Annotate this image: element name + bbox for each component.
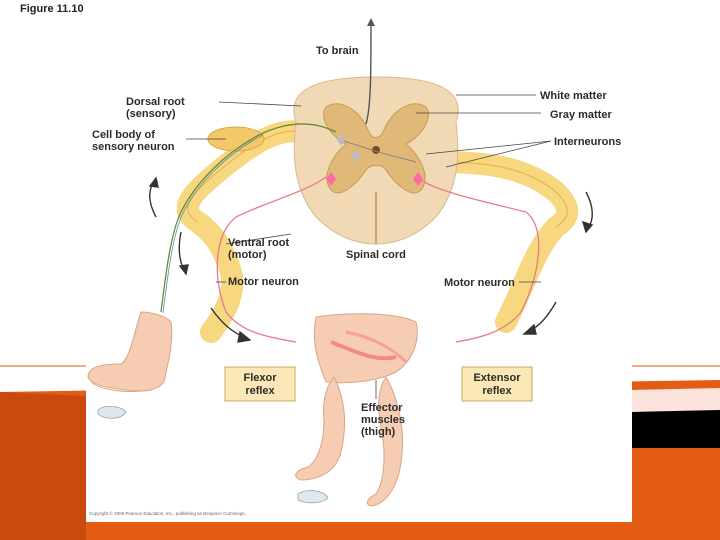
flexor-box: Flexor reflex: [224, 366, 296, 402]
label-ventral-root: Ventral root: [228, 237, 289, 249]
motor-cell-right: [413, 172, 423, 186]
label-cell-body: Cell body of: [92, 129, 155, 141]
label-effector-sub2: (thigh): [361, 426, 396, 438]
label-gray-matter: Gray matter: [550, 109, 612, 121]
copyright-credit: Copyright © 2009 Pearson Education, Inc.…: [89, 510, 246, 516]
direction-arrows: [148, 176, 594, 343]
label-to-brain: To brain: [316, 45, 359, 57]
sensory-neuron: [160, 123, 337, 313]
tack-right: [297, 490, 329, 504]
neuron-paths: [160, 18, 540, 343]
motor-cell-left: [326, 172, 336, 186]
lower-leg-right: [366, 376, 404, 507]
left-nerve-edge: [187, 130, 302, 223]
limbs: [87, 311, 418, 507]
reflex-arc-figure: To brain Dorsal root (sensory) Cell body…: [86, 12, 632, 522]
label-flexor: Flexor: [243, 372, 277, 384]
label-dorsal-root-sub: (sensory): [126, 108, 176, 120]
interneuron-cell-2: [352, 150, 360, 162]
label-interneurons: Interneurons: [554, 136, 621, 148]
label-ventral-root-sub: (motor): [228, 249, 267, 261]
black-band: [632, 408, 720, 448]
tack-left: [97, 406, 127, 419]
nerve-bundles: [176, 120, 579, 343]
label-extensor: Extensor: [473, 372, 521, 384]
label-extensor-sub: reflex: [482, 385, 512, 397]
label-spinal-cord: Spinal cord: [346, 249, 406, 261]
label-flexor-sub: reflex: [245, 385, 275, 397]
label-effector: Effector: [361, 402, 403, 414]
lower-leg-left: [295, 376, 346, 481]
to-brain-arrowhead: [367, 18, 375, 26]
spinal-cord-illustration: [293, 76, 459, 245]
effector-label: Effector muscles (thigh): [361, 402, 405, 438]
text-labels: To brain Dorsal root (sensory) Cell body…: [92, 45, 621, 289]
label-cell-body-sub: sensory neuron: [92, 141, 175, 153]
figure-title: Figure 11.10: [20, 3, 84, 15]
label-motor-neuron-left: Motor neuron: [228, 276, 299, 288]
motor-left-axon: [216, 176, 327, 343]
label-white-matter: White matter: [540, 90, 607, 102]
right-nerve-edge: [440, 161, 568, 228]
label-effector-sub1: muscles: [361, 414, 405, 426]
sensory-neuron-blue: [162, 134, 264, 314]
interneuron-path: [340, 139, 417, 163]
orange-band-dark: [0, 392, 86, 540]
left-lower-leg: [87, 311, 173, 392]
leader-lines: [186, 94, 552, 399]
motor-right-axon: [415, 176, 540, 343]
label-motor-neuron-right: Motor neuron: [444, 277, 515, 289]
pink-band: [632, 388, 720, 412]
label-dorsal-root: Dorsal root: [126, 96, 185, 108]
to-brain-axon: [365, 23, 372, 125]
extensor-box: Extensor reflex: [461, 366, 533, 402]
thigh-right: [313, 313, 418, 384]
interneuron-cell-1: [337, 134, 345, 146]
effector-muscle-right: [345, 330, 408, 364]
left-foot-sole: [90, 381, 152, 393]
effector-muscle-left: [330, 340, 397, 361]
